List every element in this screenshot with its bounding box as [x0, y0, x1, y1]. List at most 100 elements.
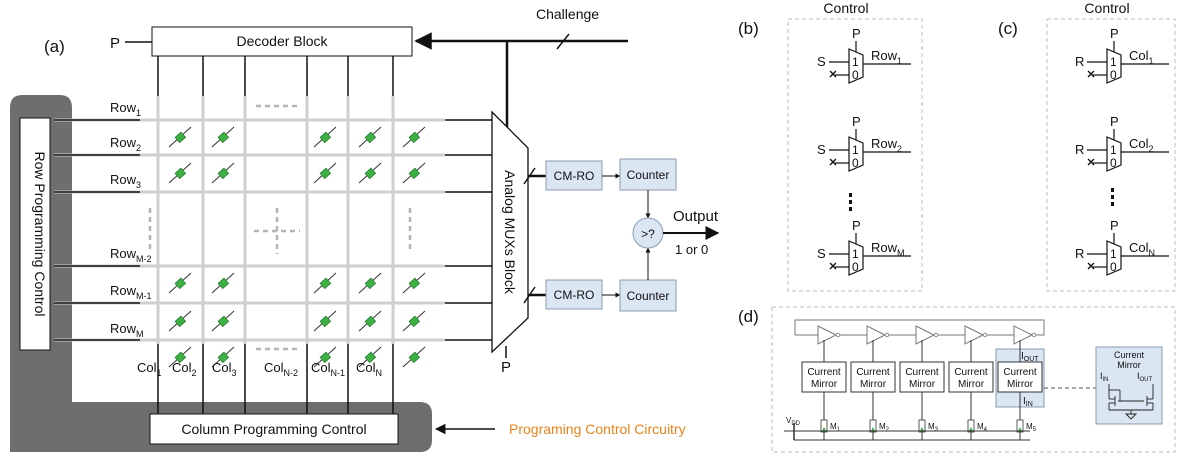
row-label-6: RowM — [110, 321, 144, 339]
counter-top-label: Counter — [627, 168, 670, 182]
col-label-6: ColN — [356, 360, 382, 378]
panel-c-frame — [1046, 18, 1176, 292]
panel-c-mux-zero-1: 0 — [1110, 68, 1117, 82]
col-label-1: Col1 — [137, 360, 162, 378]
crossbar-cell-13 — [358, 272, 382, 294]
panel-a: (a) P Decoder Block Challenge — [10, 6, 720, 452]
panel-b-mux-p-3: P — [852, 218, 861, 233]
crossbar-cell-22 — [313, 346, 337, 368]
crossbar-cell-20 — [168, 346, 192, 368]
transistor-label-4: M4 — [977, 422, 988, 433]
panel-c-control-title: Control — [1084, 0, 1129, 16]
current-mirror-detail — [1095, 346, 1163, 425]
panel-c-mux-one-3: 1 — [1110, 247, 1117, 261]
column-programming-control-label: Column Programming Control — [181, 421, 366, 437]
panel-c-mux-output-1: Col1 — [1129, 48, 1154, 66]
crossbar-cell-17 — [313, 310, 337, 332]
transistor-2 — [869, 419, 877, 433]
column-wires — [157, 344, 394, 414]
counter-bottom — [619, 279, 677, 312]
panel-b-mux-output-2: Row2 — [871, 136, 902, 154]
panel-b-mux-p-1: P — [852, 26, 861, 41]
analog-mux-label: Analog MUXs Block — [502, 170, 518, 295]
panel-b-control-title: Control — [823, 0, 868, 16]
current-mirror-3 — [899, 361, 945, 393]
row-programming-control — [19, 117, 51, 351]
panel-c-mux-one-1: 1 — [1110, 55, 1117, 69]
crossbar-cell-15 — [168, 310, 192, 332]
panel-b-mux-p-2: P — [852, 114, 861, 129]
panel-d: (d) CurrentMirrorM1CurrentMirrorM2Curren… — [738, 306, 1176, 453]
col-label-3: Col3 — [212, 360, 237, 378]
output-label: Output — [673, 208, 719, 225]
panel-c-mux-zero-2: 0 — [1110, 156, 1117, 170]
crossbar-cell-23 — [358, 346, 382, 368]
row-label-2: Row2 — [110, 135, 141, 153]
col-label-5: ColN-1 — [311, 360, 345, 378]
iout-label: IOUT — [1021, 351, 1039, 363]
decoder-block-label: Decoder Block — [236, 33, 328, 49]
crossbar-cell-8 — [358, 162, 382, 184]
panel-b-mux-input-2: S — [817, 142, 826, 157]
crossbar-cell-4 — [402, 126, 426, 148]
current-mirror-4 — [948, 361, 994, 393]
panel-b-mux-input-1: S — [817, 54, 826, 69]
crossbar-cell-9 — [402, 162, 426, 184]
crossbar-cell-11 — [211, 272, 235, 294]
panel-b-ellipsis — [849, 193, 852, 211]
panel-c-mux-p-2: P — [1110, 114, 1119, 129]
crossbar-cell-21 — [211, 346, 235, 368]
current-mirror-5 — [997, 361, 1043, 393]
panel-b-mux-zero-3: 0 — [852, 260, 859, 274]
panel-d-frame — [771, 306, 1176, 453]
panel-b-mux-one-3: 1 — [852, 247, 859, 261]
crossbar-cell-6 — [211, 162, 235, 184]
panel-c-mux-input-2: R — [1075, 142, 1084, 157]
panel-c-label: (c) — [998, 19, 1018, 38]
panel-c-mux-zero-3: 0 — [1110, 260, 1117, 274]
panel-c-mux-p-1: P — [1110, 26, 1119, 41]
detail-iin-label: IIN — [1100, 371, 1109, 383]
panel-c-mux-output-3: ColN — [1129, 240, 1155, 258]
programming-control-band — [10, 95, 432, 452]
comparator-label: >? — [641, 227, 655, 241]
panel-b-label: (b) — [738, 19, 759, 38]
transistor-3 — [918, 419, 926, 433]
panel-b-mux-zero-1: 0 — [852, 68, 859, 82]
mux-p-label: P — [501, 359, 511, 376]
panel-b-mux-one-2: 1 — [852, 143, 859, 157]
detail-title-line2: Mirror — [1117, 360, 1141, 370]
crossbar-cell-0 — [168, 126, 192, 148]
cmro-bottom — [545, 279, 603, 310]
panel-b-mux-output-3: RowM — [871, 240, 905, 258]
programming-control-circuitry-label: Programing Control Circuitry — [509, 421, 686, 437]
current-mirror-schematic — [1108, 384, 1154, 420]
panel-c-ellipsis — [1111, 188, 1114, 206]
current-mirror-3-line2: Mirror — [909, 379, 936, 390]
column-programming-control — [149, 413, 399, 445]
crossbar-cell-16 — [211, 310, 235, 332]
row-label-3: Row3 — [110, 172, 141, 190]
crossbar-cell-12 — [313, 272, 337, 294]
col-label-2: Col2 — [172, 360, 197, 378]
transistor-5 — [1016, 419, 1024, 433]
crossbar-cell-18 — [358, 310, 382, 332]
panel-b-frame — [787, 18, 923, 292]
decoder-block — [151, 26, 413, 57]
transistor-label-1: M1 — [830, 422, 841, 433]
output-value: 1 or 0 — [675, 242, 708, 257]
current-mirror-4-line2: Mirror — [958, 379, 985, 390]
col-label-4: ColN-2 — [264, 360, 298, 378]
transistor-label-3: M3 — [928, 422, 939, 433]
